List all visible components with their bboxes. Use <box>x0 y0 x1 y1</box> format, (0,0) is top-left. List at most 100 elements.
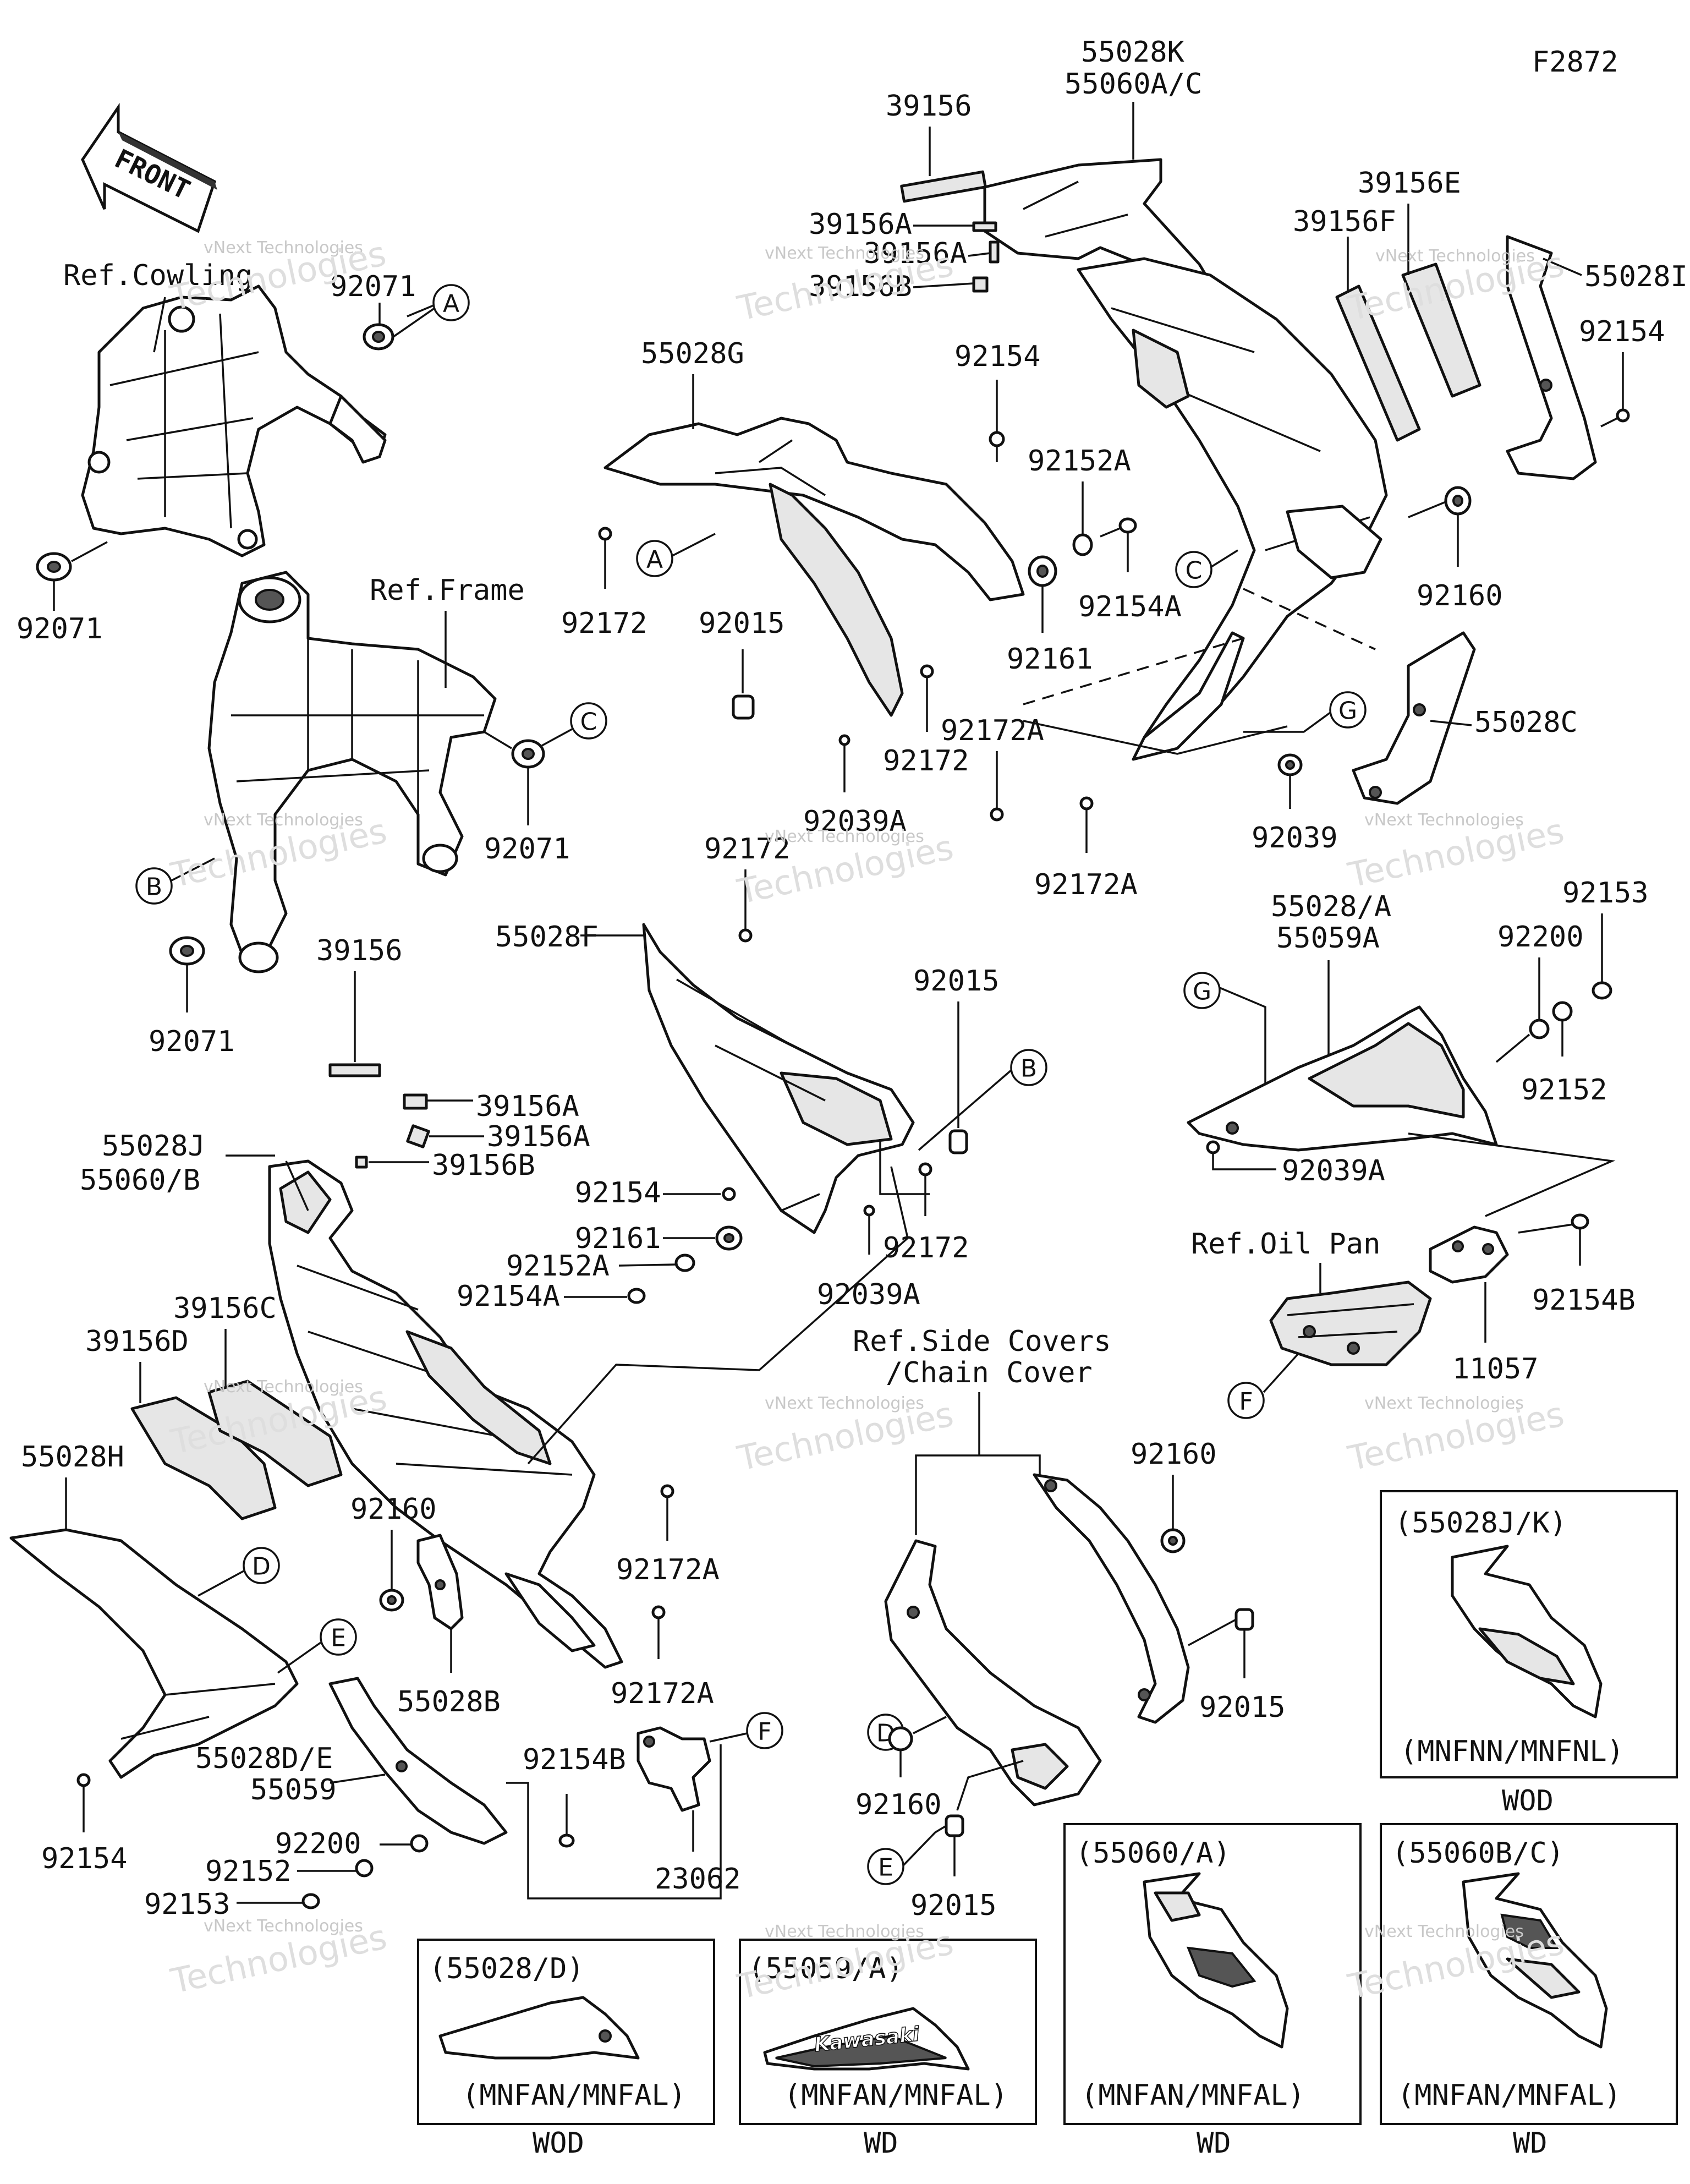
collar-92015-sc2 <box>945 1814 964 1837</box>
part-92160-sc: 92160 <box>1131 1438 1217 1471</box>
svg-text:E: E <box>878 1854 893 1882</box>
side-cowl-upper <box>1077 257 1388 745</box>
part-39156A-2: 39156A <box>864 237 967 270</box>
inset-2-title: (55060/A) <box>1076 1837 1231 1870</box>
svg-text:C: C <box>580 708 597 736</box>
part-92172A-b: 92172A <box>1034 868 1138 901</box>
part-55028C: 55028C <box>1474 706 1578 739</box>
grommet-92071-b <box>36 552 72 582</box>
ref-cowling: Ref.Cowling <box>63 259 253 292</box>
screw-92172-cr <box>918 1162 932 1176</box>
part-92154-bl: 92154 <box>41 1842 128 1875</box>
inset-55060A: (55060/A) (MNFAN/MNFAL) <box>1063 1823 1362 2125</box>
svg-text:vNext Technologies: vNext Technologies <box>765 1394 924 1413</box>
collar-92015-mid <box>948 1129 968 1154</box>
part-55028F: 55028F <box>495 921 599 954</box>
svg-text:C: C <box>1186 557 1203 585</box>
washer-92200-l <box>410 1834 429 1853</box>
part-92160-r: 92160 <box>1417 579 1503 612</box>
part-92172A-d: 92172A <box>611 1677 714 1710</box>
part-92154-c: 92154 <box>575 1176 661 1209</box>
inset-55060BC: (55060B/C) (MNFAN/MNFAL) <box>1380 1823 1678 2125</box>
inset-1-models: (MNFNN/MNFNL) <box>1400 1735 1624 1768</box>
inset-5-models: (MNFAN/MNFAL) <box>784 2079 1008 2112</box>
front-arrow-icon: FRONT <box>81 102 217 233</box>
callout-g-top <box>1329 691 1367 729</box>
svg-text:G: G <box>1193 978 1211 1006</box>
screw-92172A-c <box>660 1484 674 1498</box>
part-39156D: 39156D <box>85 1325 189 1358</box>
bracket-11057 <box>1429 1225 1509 1284</box>
part-39156F: 39156F <box>1293 205 1396 238</box>
part-92160-l: 92160 <box>350 1493 437 1526</box>
under-cowl-55028A <box>1187 1005 1498 1152</box>
part-39156A-3: 39156A <box>476 1090 579 1123</box>
inset-4-models: (MNFAN/MNFAL) <box>462 2079 686 2112</box>
part-39156E: 39156E <box>1358 167 1461 200</box>
oil-pan <box>1269 1280 1432 1366</box>
svg-text:E: E <box>331 1624 346 1652</box>
pad-39156A-4 <box>406 1124 430 1148</box>
ref-side-covers-1: Ref.Side Covers <box>853 1325 1111 1358</box>
part-92152A-top: 92152A <box>1028 445 1131 478</box>
svg-text:vNext Technologies: vNext Technologies <box>204 1377 363 1397</box>
part-39156A-1: 39156A <box>809 208 912 241</box>
callout-f-lower <box>746 1712 783 1749</box>
svg-text:A: A <box>443 290 459 318</box>
callout-e-lower <box>320 1618 357 1656</box>
part-92172A-c: 92172A <box>616 1553 720 1586</box>
part-92039A-r: 92039A <box>1282 1154 1385 1187</box>
grommet-92161-top <box>1028 555 1057 587</box>
pad-39156B-top <box>972 276 989 293</box>
bolt-92153-l <box>301 1893 320 1909</box>
svg-text:B: B <box>1020 1055 1037 1083</box>
callout-g-under <box>1183 972 1221 1009</box>
part-39156C: 39156C <box>173 1292 277 1325</box>
part-92152A-c: 92152A <box>506 1250 610 1283</box>
svg-text:vNext Technologies: vNext Technologies <box>204 811 363 830</box>
part-11057: 11057 <box>1452 1353 1539 1386</box>
collar-92015-top <box>732 694 755 720</box>
bracket-23062 <box>637 1726 711 1812</box>
callout-c-frame <box>570 702 607 740</box>
part-92200-r: 92200 <box>1497 921 1584 954</box>
part-23062: 23062 <box>655 1863 741 1896</box>
bolt-92154A-c <box>627 1288 646 1304</box>
grommet-92160-sc2 <box>888 1726 913 1751</box>
svg-text:vNext Technologies: vNext Technologies <box>204 238 363 258</box>
svg-text:B: B <box>146 873 162 901</box>
ref-side-covers-2: /Chain Cover <box>886 1356 1093 1389</box>
part-39156-mid: 39156 <box>316 934 403 967</box>
part-92071-b: 92071 <box>17 612 103 645</box>
screw-92172A-a <box>990 807 1004 822</box>
pad-39156D <box>130 1396 277 1520</box>
svg-text:vNext Technologies: vNext Technologies <box>1364 1394 1524 1413</box>
svg-text:vNext Technologies: vNext Technologies <box>765 244 924 263</box>
part-39156-top: 39156 <box>886 90 972 123</box>
svg-text:vNext Technologies: vNext Technologies <box>765 827 924 846</box>
part-92153-l: 92153 <box>144 1888 231 1921</box>
callout-e-sc <box>867 1848 904 1885</box>
part-55028J: 55028J <box>102 1130 205 1163</box>
lower-side-55028H <box>9 1528 299 1779</box>
part-92039: 92039 <box>1252 822 1338 855</box>
part-92172-c: 92172 <box>704 833 791 866</box>
grommet-92071-a <box>363 323 394 351</box>
grommet-92160-r <box>1444 486 1472 516</box>
part-92161-c: 92161 <box>575 1222 661 1255</box>
callout-b-frame <box>135 867 173 905</box>
part-92015-top: 92015 <box>699 607 785 640</box>
screw-92154-tr <box>1600 408 1630 428</box>
part-92172A-a: 92172A <box>941 714 1044 747</box>
svg-text:vNext Technologies: vNext Technologies <box>765 1922 924 1941</box>
part-55028G: 55028G <box>641 337 744 370</box>
frame <box>207 571 497 973</box>
part-92015-sc: 92015 <box>1199 1691 1286 1724</box>
inset-2-caption: WD <box>1197 2127 1231 2160</box>
pad-39156-top <box>900 170 987 203</box>
screw-92172A-b <box>1079 796 1094 811</box>
part-92153-r: 92153 <box>1562 877 1649 910</box>
bracket-55028C <box>1352 631 1476 805</box>
part-55028I: 55028I <box>1584 260 1688 293</box>
part-55028A: 55028/A <box>1271 890 1391 923</box>
